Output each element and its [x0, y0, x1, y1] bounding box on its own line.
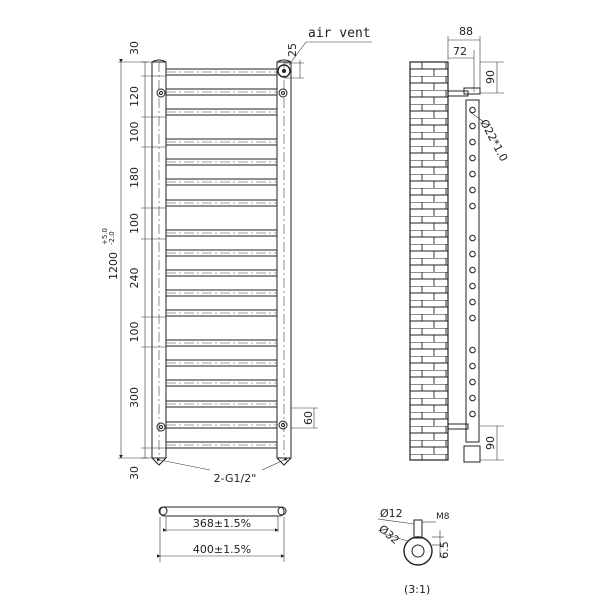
horizontal-tube — [166, 108, 277, 116]
tube-end-circle — [469, 138, 476, 146]
detail-m8-label: M8 — [436, 512, 450, 522]
vertical-dimension-chain: 30 120 100 180 100 240 100 300 30 — [128, 41, 166, 480]
detail-dia32-label: Ø32 — [376, 522, 402, 547]
height-tol-upper: +5.0 — [101, 228, 109, 245]
bracket-top-right — [278, 88, 288, 98]
horizontal-tube — [166, 441, 277, 449]
tube-end-circle — [469, 314, 476, 322]
horizontal-tube — [166, 359, 277, 367]
tube-end-circle — [469, 298, 476, 306]
top-view: 368±1.5% 400±1.5% — [157, 506, 287, 562]
detail-dim-65: 6.5 — [438, 541, 451, 559]
tube-end-circle — [469, 346, 476, 354]
side-rail — [465, 99, 480, 443]
tube-end-circle — [469, 410, 476, 418]
pipe-diameter-label: Ø22*1.0 — [477, 117, 510, 163]
horizontal-tube — [166, 88, 277, 96]
detail-m8-stud — [413, 519, 423, 539]
horizontal-tube — [166, 400, 277, 408]
width-inner-label: 368±1.5% — [193, 517, 251, 530]
horizontal-tube — [166, 339, 277, 347]
tube-end-circle — [469, 202, 476, 210]
tube-end-circle — [469, 394, 476, 402]
horizontal-tube — [166, 309, 277, 317]
brick-wall — [409, 61, 449, 461]
height-tol-lower: -2.0 — [108, 231, 116, 245]
tube-end-circle — [469, 186, 476, 194]
width-outer-label: 400±1.5% — [193, 543, 251, 556]
inlet-thread-label: 2-G1/2" — [214, 472, 257, 485]
horizontal-tube — [166, 229, 277, 237]
vertical-dim-label: 100 — [128, 122, 141, 143]
side-bottom-dim-90: 90 — [484, 436, 497, 450]
vertical-dim-label: 180 — [128, 167, 141, 188]
tube-end-circle — [469, 154, 476, 162]
horizontal-tube — [166, 178, 277, 186]
inlet-dim-60: 60 — [302, 411, 315, 425]
side-view: 88 72 90 90 Ø22*1.0 — [409, 25, 510, 463]
detail-view: Ø12 Ø32 M8 6.5 (3:1) — [376, 507, 451, 596]
horizontal-tube — [166, 379, 277, 387]
bracket-bottom-right — [278, 420, 288, 430]
horizontal-tube — [166, 289, 277, 297]
detail-outer-circle — [403, 536, 433, 566]
tube-end-circle — [469, 250, 476, 258]
vertical-dim-label: 100 — [128, 322, 141, 343]
tube-end-circle — [469, 122, 476, 130]
horizontal-tube — [166, 68, 277, 76]
vertical-dim-label: 30 — [128, 41, 141, 55]
tube-end-circles — [469, 106, 476, 418]
overall-height-value: 1200 — [107, 252, 120, 280]
bracket-top-left — [156, 88, 166, 98]
tube-end-circle — [469, 266, 476, 274]
air-vent-label: air vent — [308, 26, 371, 41]
horizontal-tube — [166, 199, 277, 207]
detail-dia12-label: Ø12 — [380, 507, 403, 520]
tube-end-circle — [469, 378, 476, 386]
horizontal-tube — [166, 421, 277, 429]
horizontal-tube — [166, 269, 277, 277]
detail-scale-label: (3:1) — [404, 583, 430, 596]
depth-dim-72: 72 — [453, 45, 467, 58]
horizontal-tube — [166, 158, 277, 166]
horizontal-tubes — [166, 68, 277, 449]
vertical-dim-label: 300 — [128, 387, 141, 408]
horizontal-tube — [166, 138, 277, 146]
tube-end-circle — [469, 362, 476, 370]
front-view: air vent 25 60 2-G1/2" 30 120 100 180 100 240… — [101, 26, 372, 485]
air-vent-plug — [277, 64, 291, 78]
vertical-dim-label: 100 — [128, 213, 141, 234]
tube-end-circle — [469, 170, 476, 178]
vertical-dim-label: 120 — [128, 86, 141, 107]
side-top-dim-90: 90 — [484, 70, 497, 84]
detail-inner-circle — [411, 544, 425, 558]
bracket-bottom-left — [156, 422, 166, 432]
tube-end-circle — [469, 282, 476, 290]
tube-end-circle — [469, 234, 476, 242]
top-view-tube — [159, 506, 285, 517]
tube-end-circle — [469, 106, 476, 114]
vertical-dim-label: 30 — [128, 466, 141, 480]
horizontal-tube — [166, 249, 277, 257]
vertical-dim-label: 240 — [128, 268, 141, 289]
vent-dim-25: 25 — [286, 43, 299, 57]
depth-dim-88: 88 — [459, 25, 473, 38]
